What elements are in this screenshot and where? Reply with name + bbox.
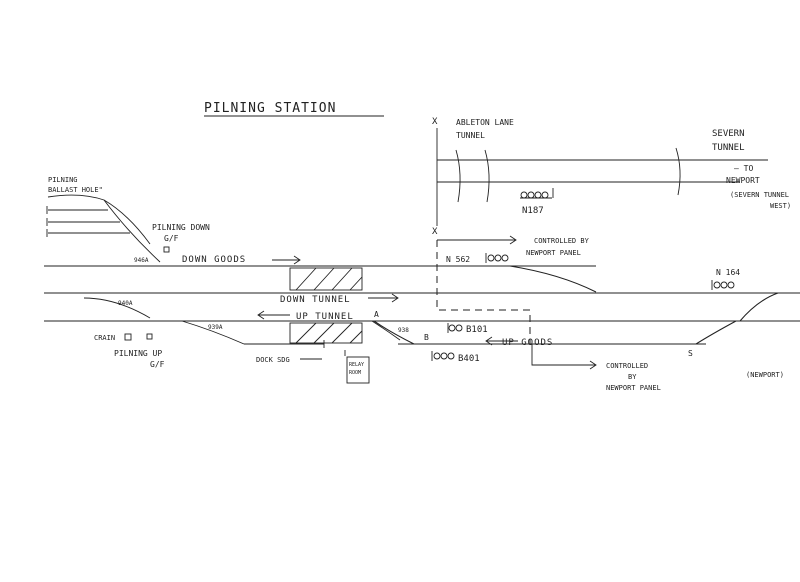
- controlled-arrow-2-icon: [531, 344, 597, 370]
- ableton-lane-label: ABLETON LANE: [456, 118, 514, 127]
- signal-b401-icon: [431, 351, 455, 361]
- point-939a-label: 939A: [208, 324, 223, 331]
- x-marker-top: X: [432, 117, 438, 127]
- crain-label: CRAIN: [94, 334, 115, 342]
- ballast-hole-label-2: BALLAST HOLE": [48, 186, 103, 194]
- dock-sdg-label: DOCK SDG: [256, 356, 290, 364]
- newport-label: NEWPORT: [726, 176, 760, 185]
- severn-tunnel-mouth: [675, 147, 681, 196]
- signal-a-label: A: [374, 310, 379, 319]
- up-platform: [289, 322, 363, 344]
- up-goods-label: UP GOODS: [502, 338, 553, 348]
- crain-siding: [83, 297, 151, 319]
- severn-tunnel-west-label: (SEVERN TUNNEL: [730, 191, 789, 199]
- newport-bracket-label: (NEWPORT): [746, 371, 784, 379]
- ableton-tunnel-label: TUNNEL: [456, 131, 485, 140]
- down-goods-end-curve: [509, 265, 597, 293]
- severn-label: SEVERN: [712, 129, 745, 139]
- up-gf-ground-frame-icon: [146, 333, 153, 340]
- down-gf-ground-frame-icon: [163, 246, 170, 253]
- down-platform: [289, 267, 363, 291]
- down-tunnel-arrow-icon: [368, 293, 399, 303]
- signal-b101-label: B101: [466, 325, 488, 335]
- down-tunnel-label: DOWN TUNNEL: [280, 295, 351, 305]
- newport-panel-label-2: NEWPORT PANEL: [606, 384, 661, 392]
- newport-panel-label-1: NEWPORT PANEL: [526, 249, 581, 257]
- down-goods-label: DOWN GOODS: [182, 255, 246, 265]
- ableton-tunnel-mouth-left: [455, 149, 461, 203]
- signal-n187-icon: [520, 188, 554, 199]
- point-940a-label: 940A: [118, 300, 133, 307]
- signal-n187-label: N187: [522, 206, 544, 216]
- relay-room-label-2: ROOM: [349, 370, 361, 376]
- point-938-curve: [371, 320, 401, 341]
- signal-b401-label: B401: [458, 354, 480, 364]
- up-goods-exit-curve: [695, 320, 737, 345]
- control-boundary-dashed: [436, 240, 531, 344]
- signal-b-label: B: [424, 333, 429, 342]
- controlled-arrow-1-icon: [437, 235, 517, 245]
- dock-siding-curve: [181, 320, 245, 345]
- ballast-hole-label-1: PILNING: [48, 176, 78, 184]
- crain-box-icon: [124, 333, 132, 341]
- pilning-down-gf-sub: G/F: [164, 234, 179, 243]
- up-tunnel-label: UP TUNNEL: [296, 312, 354, 322]
- up-goods-start-curve: [373, 320, 415, 345]
- signal-n164-label: N 164: [716, 268, 740, 277]
- ballast-hole-sidings: [46, 194, 161, 263]
- pilning-up-gf-sub: G/F: [150, 360, 165, 369]
- west-label: WEST): [770, 202, 791, 210]
- relay-room-label-1: RELAY: [349, 362, 364, 368]
- ableton-tunnel-mouth-right: [484, 149, 490, 203]
- up-goods-arrow-icon: [485, 336, 518, 346]
- page-title: PILNING STATION: [204, 101, 336, 116]
- to-label: — TO: [734, 164, 753, 173]
- signal-n562-icon: [485, 253, 509, 263]
- signal-n562-label: N 562: [446, 255, 470, 264]
- controlled-by-label-1: CONTROLLED BY: [534, 237, 590, 245]
- relay-room-box: [346, 356, 370, 384]
- severn-tunnel-label: TUNNEL: [712, 143, 745, 153]
- down-goods-arrow-icon: [272, 255, 301, 265]
- point-938-label: 938: [398, 327, 409, 334]
- point-946a-label: 946A: [134, 257, 149, 264]
- x-marker-bottom: X: [432, 227, 438, 237]
- pilning-down-gf-label: PILNING DOWN: [152, 223, 210, 232]
- by-label-2: BY: [628, 373, 637, 381]
- controlled-label-2: CONTROLLED: [606, 362, 648, 370]
- up-tunnel-arrow-icon: [257, 310, 290, 320]
- signal-n164-icon: [711, 280, 735, 290]
- signal-b101-icon: [447, 323, 463, 333]
- signal-s-label: S: [688, 349, 693, 358]
- pilning-up-gf-label: PILNING UP: [114, 349, 162, 358]
- crossover-to-down: [739, 292, 779, 322]
